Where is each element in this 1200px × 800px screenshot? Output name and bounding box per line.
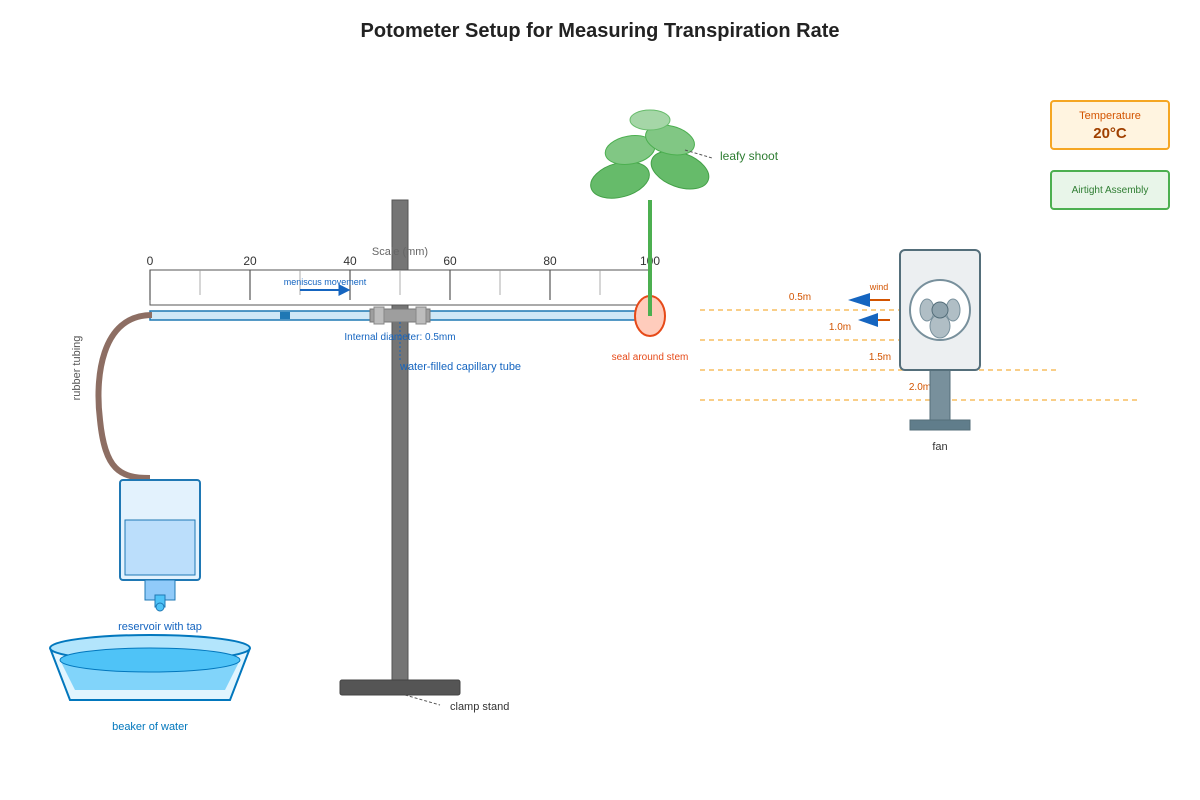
seal-label: seal around stem <box>612 352 689 363</box>
water-drop-icon <box>155 602 165 612</box>
beaker <box>49 634 251 701</box>
wind-label: wind <box>869 282 889 292</box>
scale-tick-label: 60 <box>443 254 457 268</box>
capillary-tube-label: water-filled capillary tube <box>399 361 521 373</box>
fan-stand <box>929 367 951 423</box>
clamp-stand-base <box>339 679 461 696</box>
airtight-panel: Airtight Assembly <box>1050 170 1170 210</box>
distance-guides: 0.5m 1.0m 1.5m 2.0m <box>700 292 1140 401</box>
distance-label: 0.5m <box>789 292 811 303</box>
distance-label: 1.0m <box>829 322 851 333</box>
wind-arrow-head <box>858 313 878 327</box>
distance-label: 1.5m <box>869 352 891 363</box>
internal-diameter-label: Internal diameter: 0.5mm <box>344 332 455 343</box>
scale-tick-label: 40 <box>343 254 357 268</box>
fan-base <box>909 419 971 431</box>
water-surface <box>59 647 241 673</box>
scale-label: Scale (mm) <box>372 246 428 258</box>
fan-label: fan <box>932 441 947 453</box>
scale-tick-label: 0 <box>147 254 154 268</box>
wind-arrow-head <box>848 293 870 307</box>
meniscus-movement-label: meniscus movement <box>284 277 367 287</box>
clamp-stand-pointer <box>404 694 441 706</box>
rubber-tubing <box>95 312 153 481</box>
distance-label: 2.0m <box>909 382 931 393</box>
leaf-icon <box>645 124 695 156</box>
reservoir-water <box>124 519 196 576</box>
temperature-label: Temperature <box>1079 110 1141 122</box>
air-bubble-meniscus <box>280 312 290 319</box>
clamp-screw <box>415 306 427 325</box>
reservoir <box>119 479 201 612</box>
wind-arrows: wind <box>848 282 890 327</box>
fan <box>899 249 981 431</box>
fan-hub <box>931 301 949 319</box>
reservoir-label: reservoir with tap <box>118 621 202 633</box>
scale-tick-label: 20 <box>243 254 257 268</box>
temperature-value: 20°C <box>1093 125 1127 142</box>
leafy-shoot-label: leafy shoot <box>720 149 779 163</box>
scale-tick-label: 80 <box>543 254 557 268</box>
airtight-label: Airtight Assembly <box>1071 185 1149 196</box>
temperature-panel: Temperature 20°C <box>1050 100 1170 150</box>
leafy-shoot <box>590 109 710 316</box>
page-title: Potometer Setup for Measuring Transpirat… <box>360 20 840 42</box>
leaf-icon <box>629 109 671 131</box>
rubber-tubing-label: rubber tubing <box>71 336 83 401</box>
clamp-screw <box>373 306 385 325</box>
clamp-stand-label: clamp stand <box>450 701 509 713</box>
scale-ruler: Scale (mm) 0 20 40 60 80 100 <box>147 246 660 306</box>
beaker-label: beaker of water <box>112 721 188 733</box>
capillary-tube <box>149 306 641 325</box>
